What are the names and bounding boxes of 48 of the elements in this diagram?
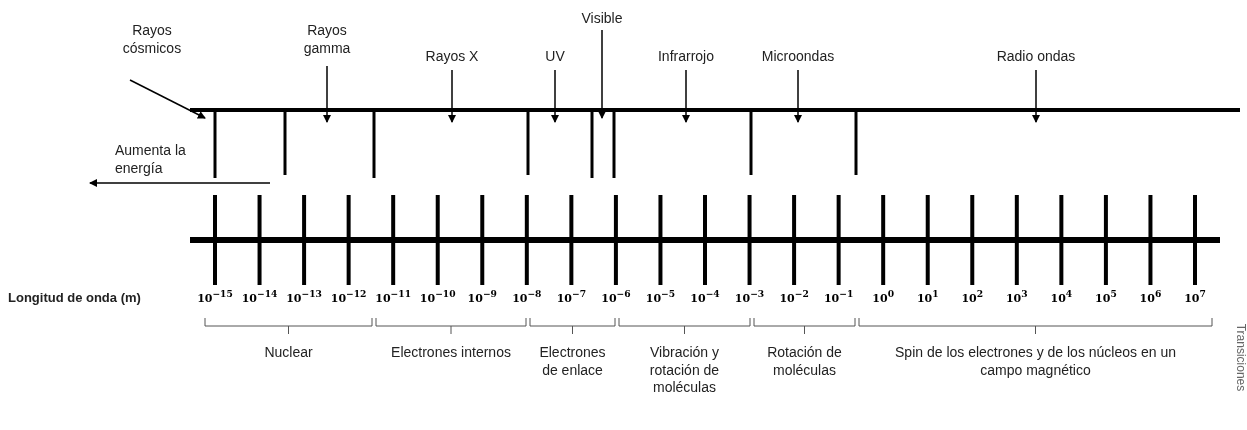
- tick-label: 10$^{3}$: [1005, 288, 1028, 305]
- tick-label: 10$^{−3}$: [734, 288, 765, 305]
- leader-line: [551, 69, 559, 123]
- tick-label: 10$^{−14}$: [241, 288, 278, 305]
- transition-label: Rotación de moléculas: [766, 344, 843, 379]
- tick-label: 10$^{−2}$: [779, 288, 809, 305]
- transition-label: Vibración y rotación de moléculas: [648, 344, 721, 397]
- band-label: Visible: [567, 10, 637, 28]
- tick-label: 10$^{−7}$: [556, 288, 587, 305]
- tick-label: 10$^{−9}$: [467, 288, 497, 305]
- leader-line: [1032, 69, 1040, 123]
- tick-label: 10$^{−12}$: [330, 288, 367, 305]
- transition-label: Nuclear: [263, 344, 314, 362]
- tick-label: 10$^{2}$: [961, 288, 984, 305]
- axis-title: Transiciones: [1232, 322, 1247, 394]
- tick-label: 10$^{−13}$: [286, 288, 322, 305]
- band-label: UV: [535, 48, 575, 66]
- band-label: Microondas: [753, 48, 843, 66]
- tick-label: 10$^{5}$: [1095, 288, 1117, 305]
- tick-label: 10$^{−11}$: [375, 288, 412, 305]
- tick-label: 10$^{−15}$: [197, 288, 233, 305]
- band-label: Infrarrojo: [646, 48, 726, 66]
- tick-label: 10$^{−4}$: [690, 288, 720, 305]
- transition-label: Electrones de enlace: [538, 344, 607, 379]
- tick-label: 10$^{−8}$: [512, 288, 542, 305]
- tick-label: 10$^{1}$: [916, 288, 939, 305]
- tick-label: 10$^{0}$: [872, 288, 894, 305]
- tick-label: 10$^{−10}$: [419, 288, 456, 305]
- leader-line: [129, 79, 206, 119]
- leader-line: [598, 29, 606, 119]
- tick-label: 10$^{−1}$: [823, 288, 854, 305]
- energy-label: Aumenta la energía: [115, 142, 187, 177]
- transition-label: Electrones internos: [390, 344, 512, 362]
- axis-title: Longitud de onda (m): [8, 290, 142, 307]
- tick-label: 10$^{7}$: [1184, 288, 1206, 305]
- leader-line: [448, 69, 456, 123]
- tick-label: 10$^{−6}$: [601, 288, 631, 305]
- leader-line: [323, 65, 331, 123]
- leader-line: [682, 69, 690, 123]
- band-label: Rayos gamma: [292, 22, 362, 57]
- band-label: Rayos X: [417, 48, 487, 66]
- tick-label: 10$^{−5}$: [645, 288, 676, 305]
- transition-label: Spin de los electrones y de los núcleos en un campo magnético: [894, 344, 1177, 379]
- tick-label: 10$^{4}$: [1050, 288, 1073, 305]
- band-label: Radio ondas: [986, 48, 1086, 66]
- tick-label: 10$^{6}$: [1139, 288, 1162, 305]
- leader-line: [794, 69, 802, 123]
- band-label: Rayos cósmicos: [112, 22, 192, 57]
